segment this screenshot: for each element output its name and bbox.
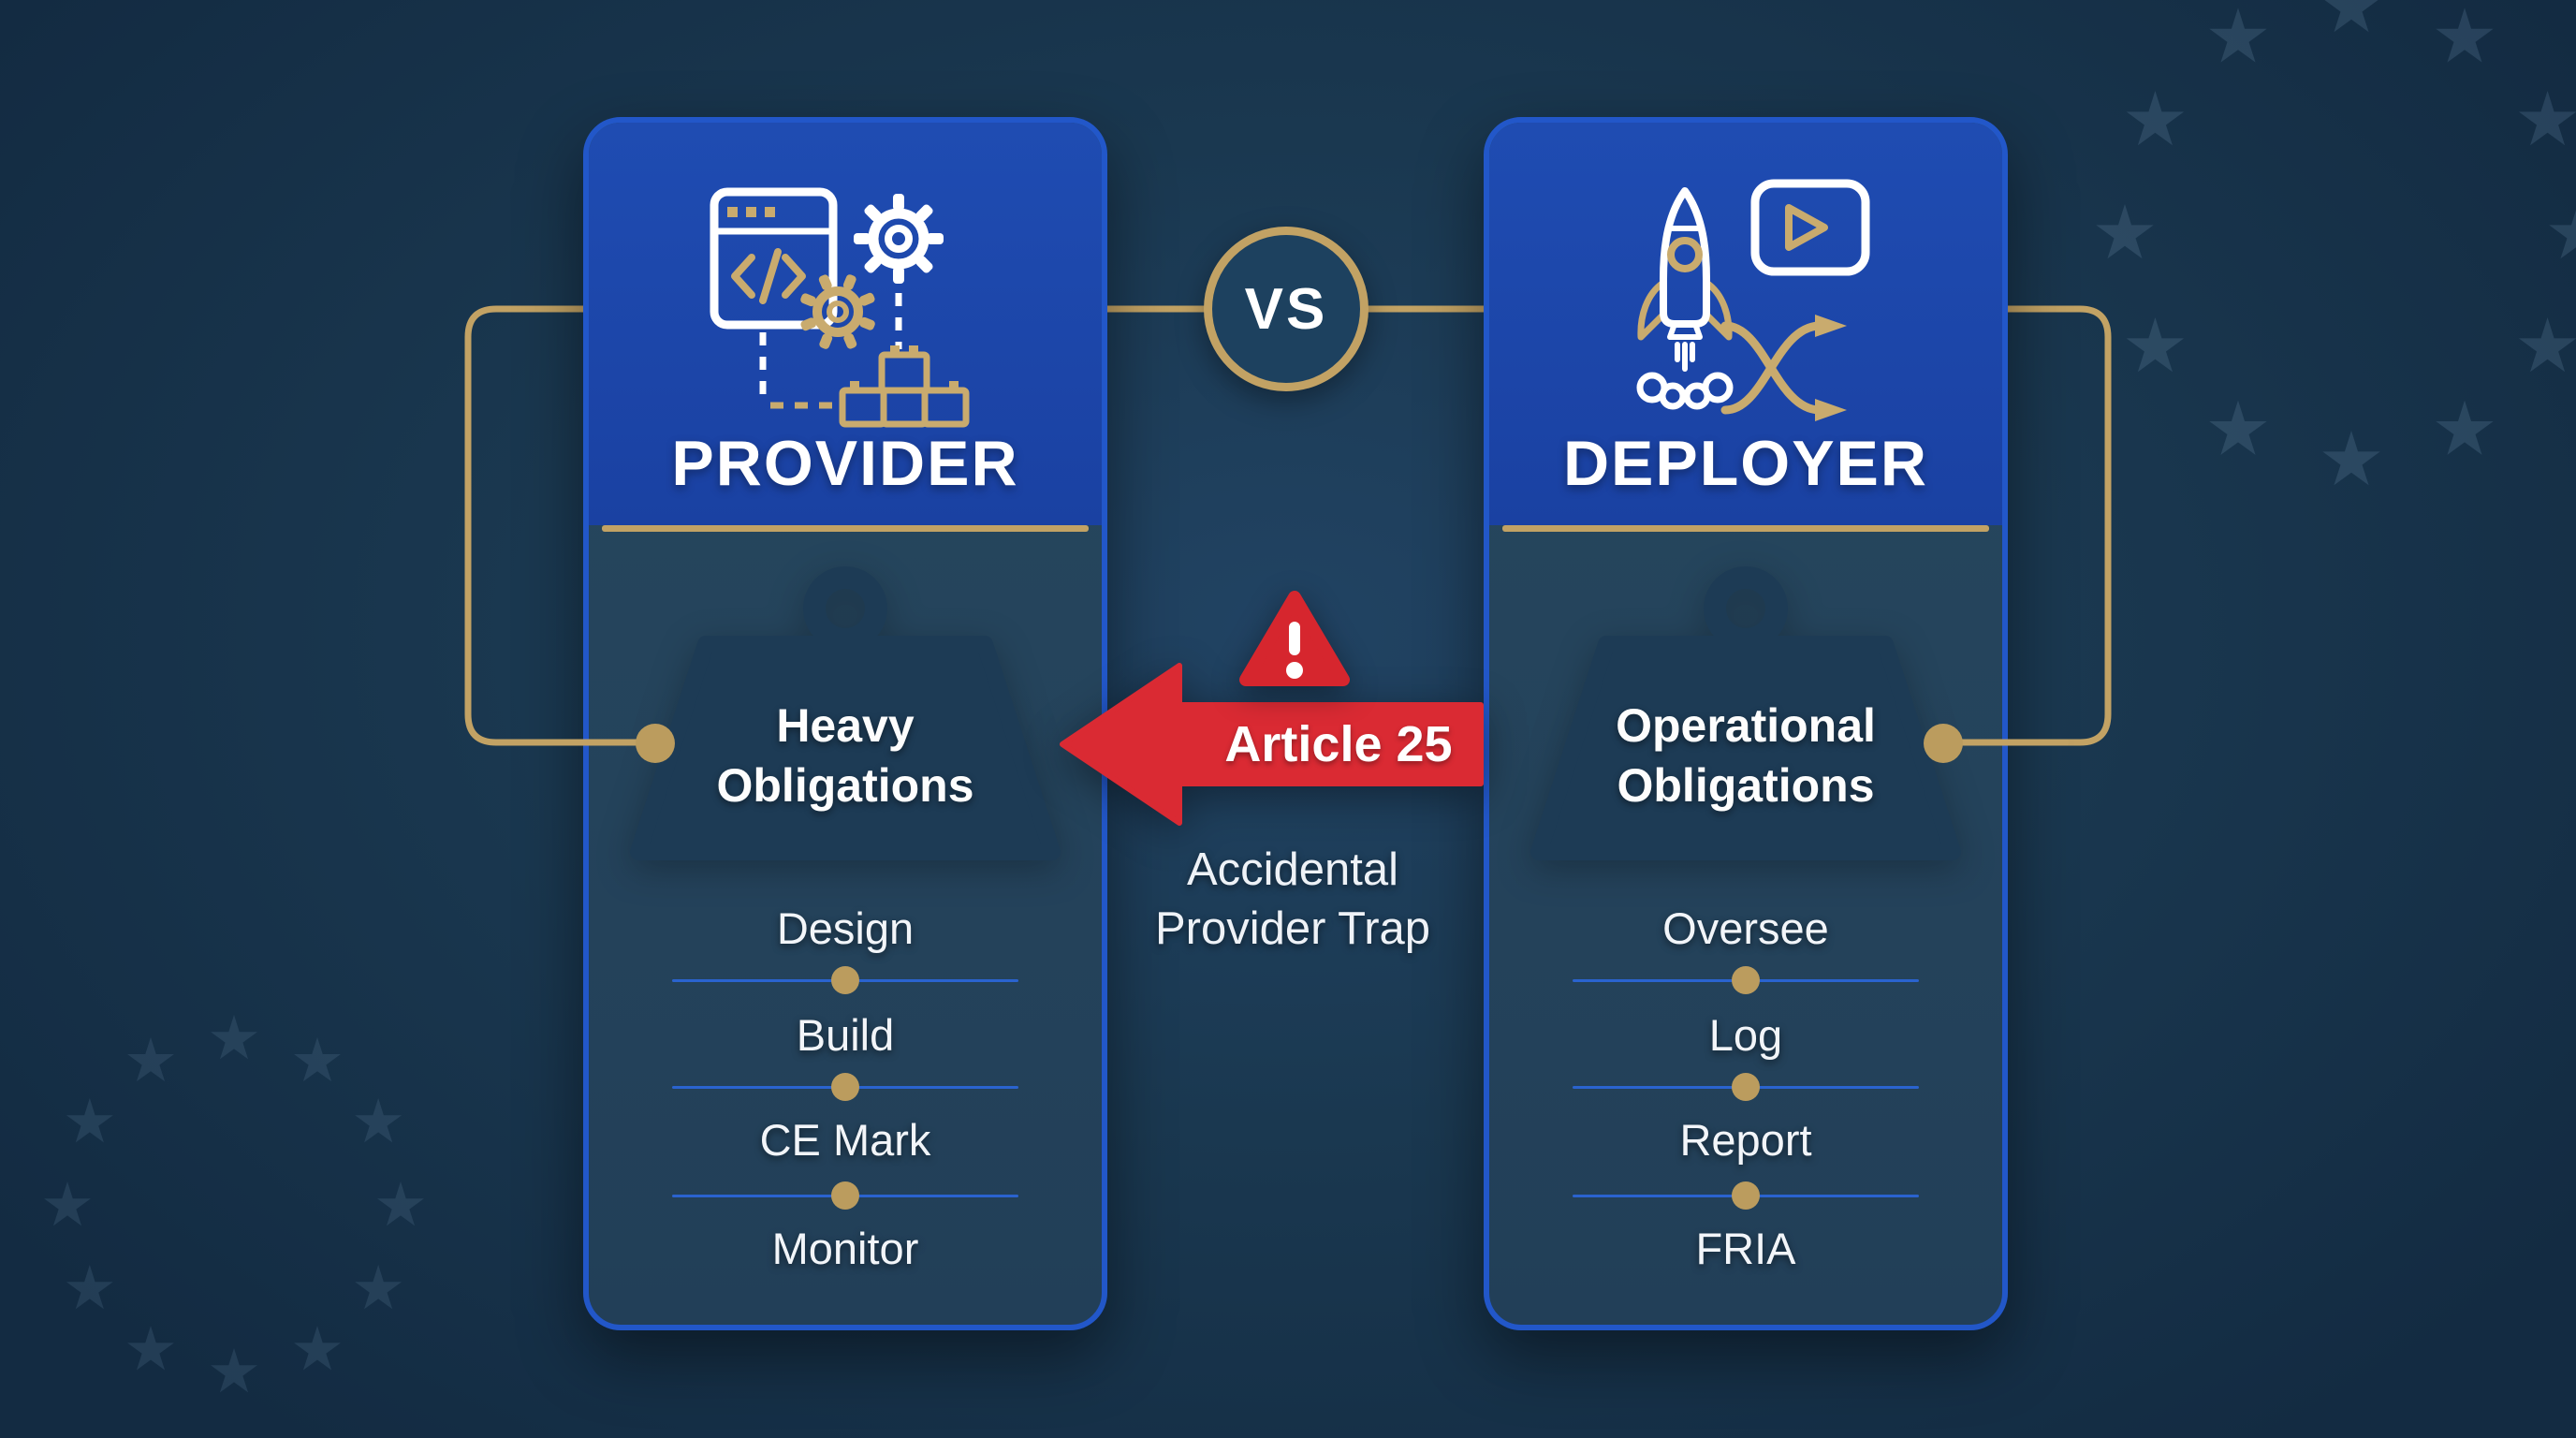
list-divider [1573,966,1919,994]
list-item: FRIA [1695,1224,1796,1273]
right-bracket-line [2002,305,2112,746]
gear-icon-gold [800,274,875,349]
list-divider [672,1073,1018,1101]
connector-dot-icon [1924,724,1963,763]
provider-trap-line: Provider Trap [1154,903,1431,954]
provider-header-icons [710,187,970,428]
deployer-title: DEPLOYER [1562,428,1929,499]
vs-label: VS [1244,276,1328,342]
list-item: CE Mark [759,1115,931,1165]
vs-badge: VS [1204,227,1368,391]
connector-dot-icon [636,724,675,763]
article-25-label: Article 25 [1224,716,1453,772]
gear-icon [854,194,944,284]
list-divider [672,966,1018,994]
provider-trap-line: Accidental [1186,844,1399,895]
provider-weight-label: Heavy Obligations [589,696,1102,815]
provider-card-header [589,123,1102,525]
divider-dot-icon [831,966,859,994]
deployer-header-icons [1636,179,1870,421]
weight-icon [630,566,1061,860]
divider-dot-icon [831,1181,859,1210]
weight-label-line: Operational [1616,699,1876,752]
weight-label-line: Obligations [716,759,974,812]
warning-triangle-icon [1239,591,1350,686]
list-item: Build [796,1010,895,1060]
provider-title: PROVIDER [671,428,1019,499]
provider-trap-caption: Accidental Provider Trap [1105,841,1480,959]
deployer-weight-label: Operational Obligations [1489,696,2002,815]
left-bracket-line [464,305,589,746]
article-25-arrow-icon [1060,663,1484,826]
divider-dot-icon [1732,966,1760,994]
list-item: Monitor [771,1224,919,1273]
list-item: Oversee [1662,903,1829,953]
list-item: Report [1679,1115,1812,1165]
gold-separator [602,525,1089,532]
weight-icon [1530,566,1961,860]
shuffle-arrows-icon [1720,315,1847,421]
video-play-icon [1750,179,1870,276]
weight-label-line: Obligations [1617,759,1875,812]
list-divider [1573,1073,1919,1101]
deployer-card-header [1489,123,2002,525]
list-item: Design [776,903,915,953]
divider-dot-icon [1732,1181,1760,1210]
divider-dot-icon [1732,1073,1760,1101]
provider-card: PROVIDER Heavy Obligations Design Build … [583,117,1107,1330]
gold-separator [1502,525,1989,532]
list-divider [1573,1181,1919,1210]
building-blocks-icon [839,345,970,428]
weight-label-line: Heavy [776,699,915,752]
code-window-icon [710,187,838,330]
rocket-icon [1636,187,1734,410]
list-item: Log [1708,1010,1783,1060]
divider-dot-icon [831,1073,859,1101]
deployer-card: DEPLOYER Operational Obligations Oversee… [1484,117,2008,1330]
list-divider [672,1181,1018,1210]
